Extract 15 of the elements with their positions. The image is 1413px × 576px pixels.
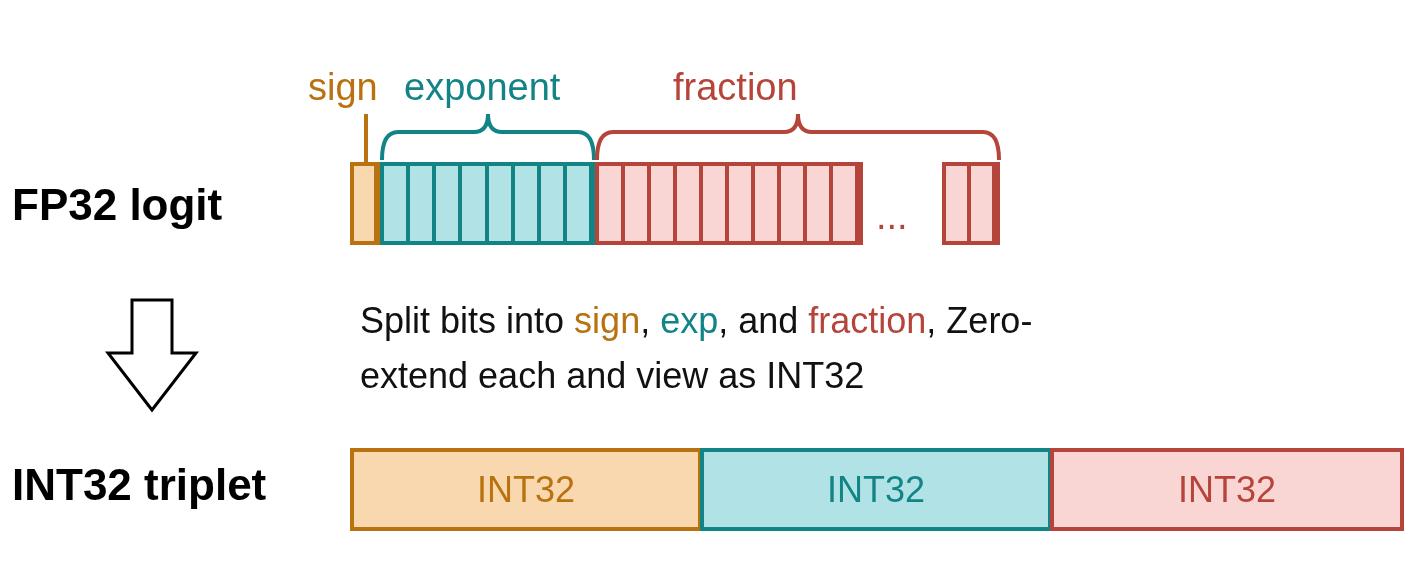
bit-field-label: fraction xyxy=(673,66,798,109)
hollow-arrow xyxy=(104,298,200,413)
bit-cells xyxy=(380,162,597,245)
bit-cells xyxy=(942,162,1000,245)
int32-box: INT32 xyxy=(1050,448,1404,531)
bit-cells xyxy=(350,162,382,245)
row-label: INT32 triplet xyxy=(12,460,332,520)
row-label: FP32 logit xyxy=(12,180,282,240)
bit-field-label: exponent xyxy=(404,66,561,109)
bit-cells xyxy=(595,162,863,245)
int32-box: INT32 xyxy=(350,448,702,531)
ellipsis: ... xyxy=(876,195,908,238)
int32-box: INT32 xyxy=(700,448,1052,531)
description-text: Split bits into sign, exp, and fraction, Zero-extend each and view as INT32 xyxy=(360,299,1034,398)
bit-field-label: sign xyxy=(308,66,378,109)
